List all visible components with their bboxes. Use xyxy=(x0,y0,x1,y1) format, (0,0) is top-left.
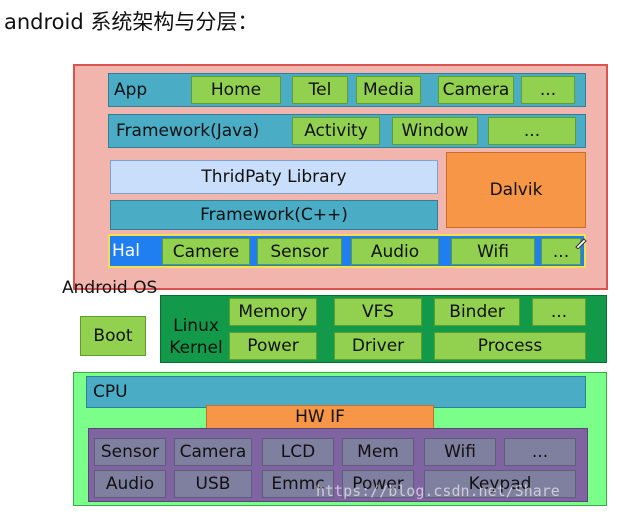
app-item-home: Home xyxy=(191,76,281,104)
thirdparty-library: ThridPaty Library xyxy=(110,160,438,194)
kernel-item-power: Power xyxy=(229,332,317,360)
watermark: https://blog.csdn.net/Share xyxy=(316,482,560,500)
hw-item-mem: Mem xyxy=(342,438,414,466)
hw-item-lcd: LCD xyxy=(262,438,334,466)
kernel-label-line2: Kernel xyxy=(169,338,223,358)
app-item-more: ... xyxy=(521,76,575,104)
app-item-camera: Camera xyxy=(438,76,514,104)
framework-java-label: Framework(Java) xyxy=(116,121,260,141)
hal-item-sensor: Sensor xyxy=(257,238,342,265)
hal-label: Hal xyxy=(112,241,140,261)
android-os-label: Android OS xyxy=(62,278,158,298)
hal-item-wifi: Wifi xyxy=(451,238,535,265)
kernel-item-vfs: VFS xyxy=(334,298,422,326)
hw-item-wifi: Wifi xyxy=(424,438,496,466)
framework-java-item-more: ... xyxy=(488,117,576,145)
hal-item-camere: Camere xyxy=(162,238,250,265)
framework-java-item-window: Window xyxy=(392,117,478,145)
hw-item-usb: USB xyxy=(174,470,252,498)
hal-item-audio: Audio xyxy=(351,238,439,265)
app-item-tel: Tel xyxy=(292,76,348,104)
hw-item-sensor: Sensor xyxy=(94,438,166,466)
hw-item-camera: Camera xyxy=(174,438,252,466)
app-item-media: Media xyxy=(356,76,421,104)
kernel-item-binder: Binder xyxy=(434,298,520,326)
cpu: CPU xyxy=(86,376,586,408)
app-label: App xyxy=(114,80,148,100)
kernel-label: Linux Kernel xyxy=(163,315,229,359)
hw-item-more: ... xyxy=(504,438,576,466)
boot: Boot xyxy=(80,316,146,356)
dalvik: Dalvik xyxy=(446,152,586,228)
hw-item-audio: Audio xyxy=(94,470,166,498)
kernel-label-line1: Linux xyxy=(173,316,219,336)
page-title: android 系统架构与分层： xyxy=(4,10,259,34)
pencil-icon xyxy=(574,234,588,250)
hal-item-more: ... xyxy=(541,238,581,265)
hw-if: HW IF xyxy=(206,405,434,429)
hw-item-power: Power xyxy=(342,470,414,498)
hw-item-keypad: Keypad xyxy=(424,470,576,498)
framework-cpp: Framework(C++) xyxy=(110,200,438,230)
kernel-item-process: Process xyxy=(434,332,586,360)
hw-item-emmc: Emmc xyxy=(262,470,334,498)
kernel-item-driver: Driver xyxy=(334,332,422,360)
framework-java-item-activity: Activity xyxy=(292,117,380,145)
kernel-item-more: ... xyxy=(532,298,586,326)
kernel-item-memory: Memory xyxy=(229,298,317,326)
